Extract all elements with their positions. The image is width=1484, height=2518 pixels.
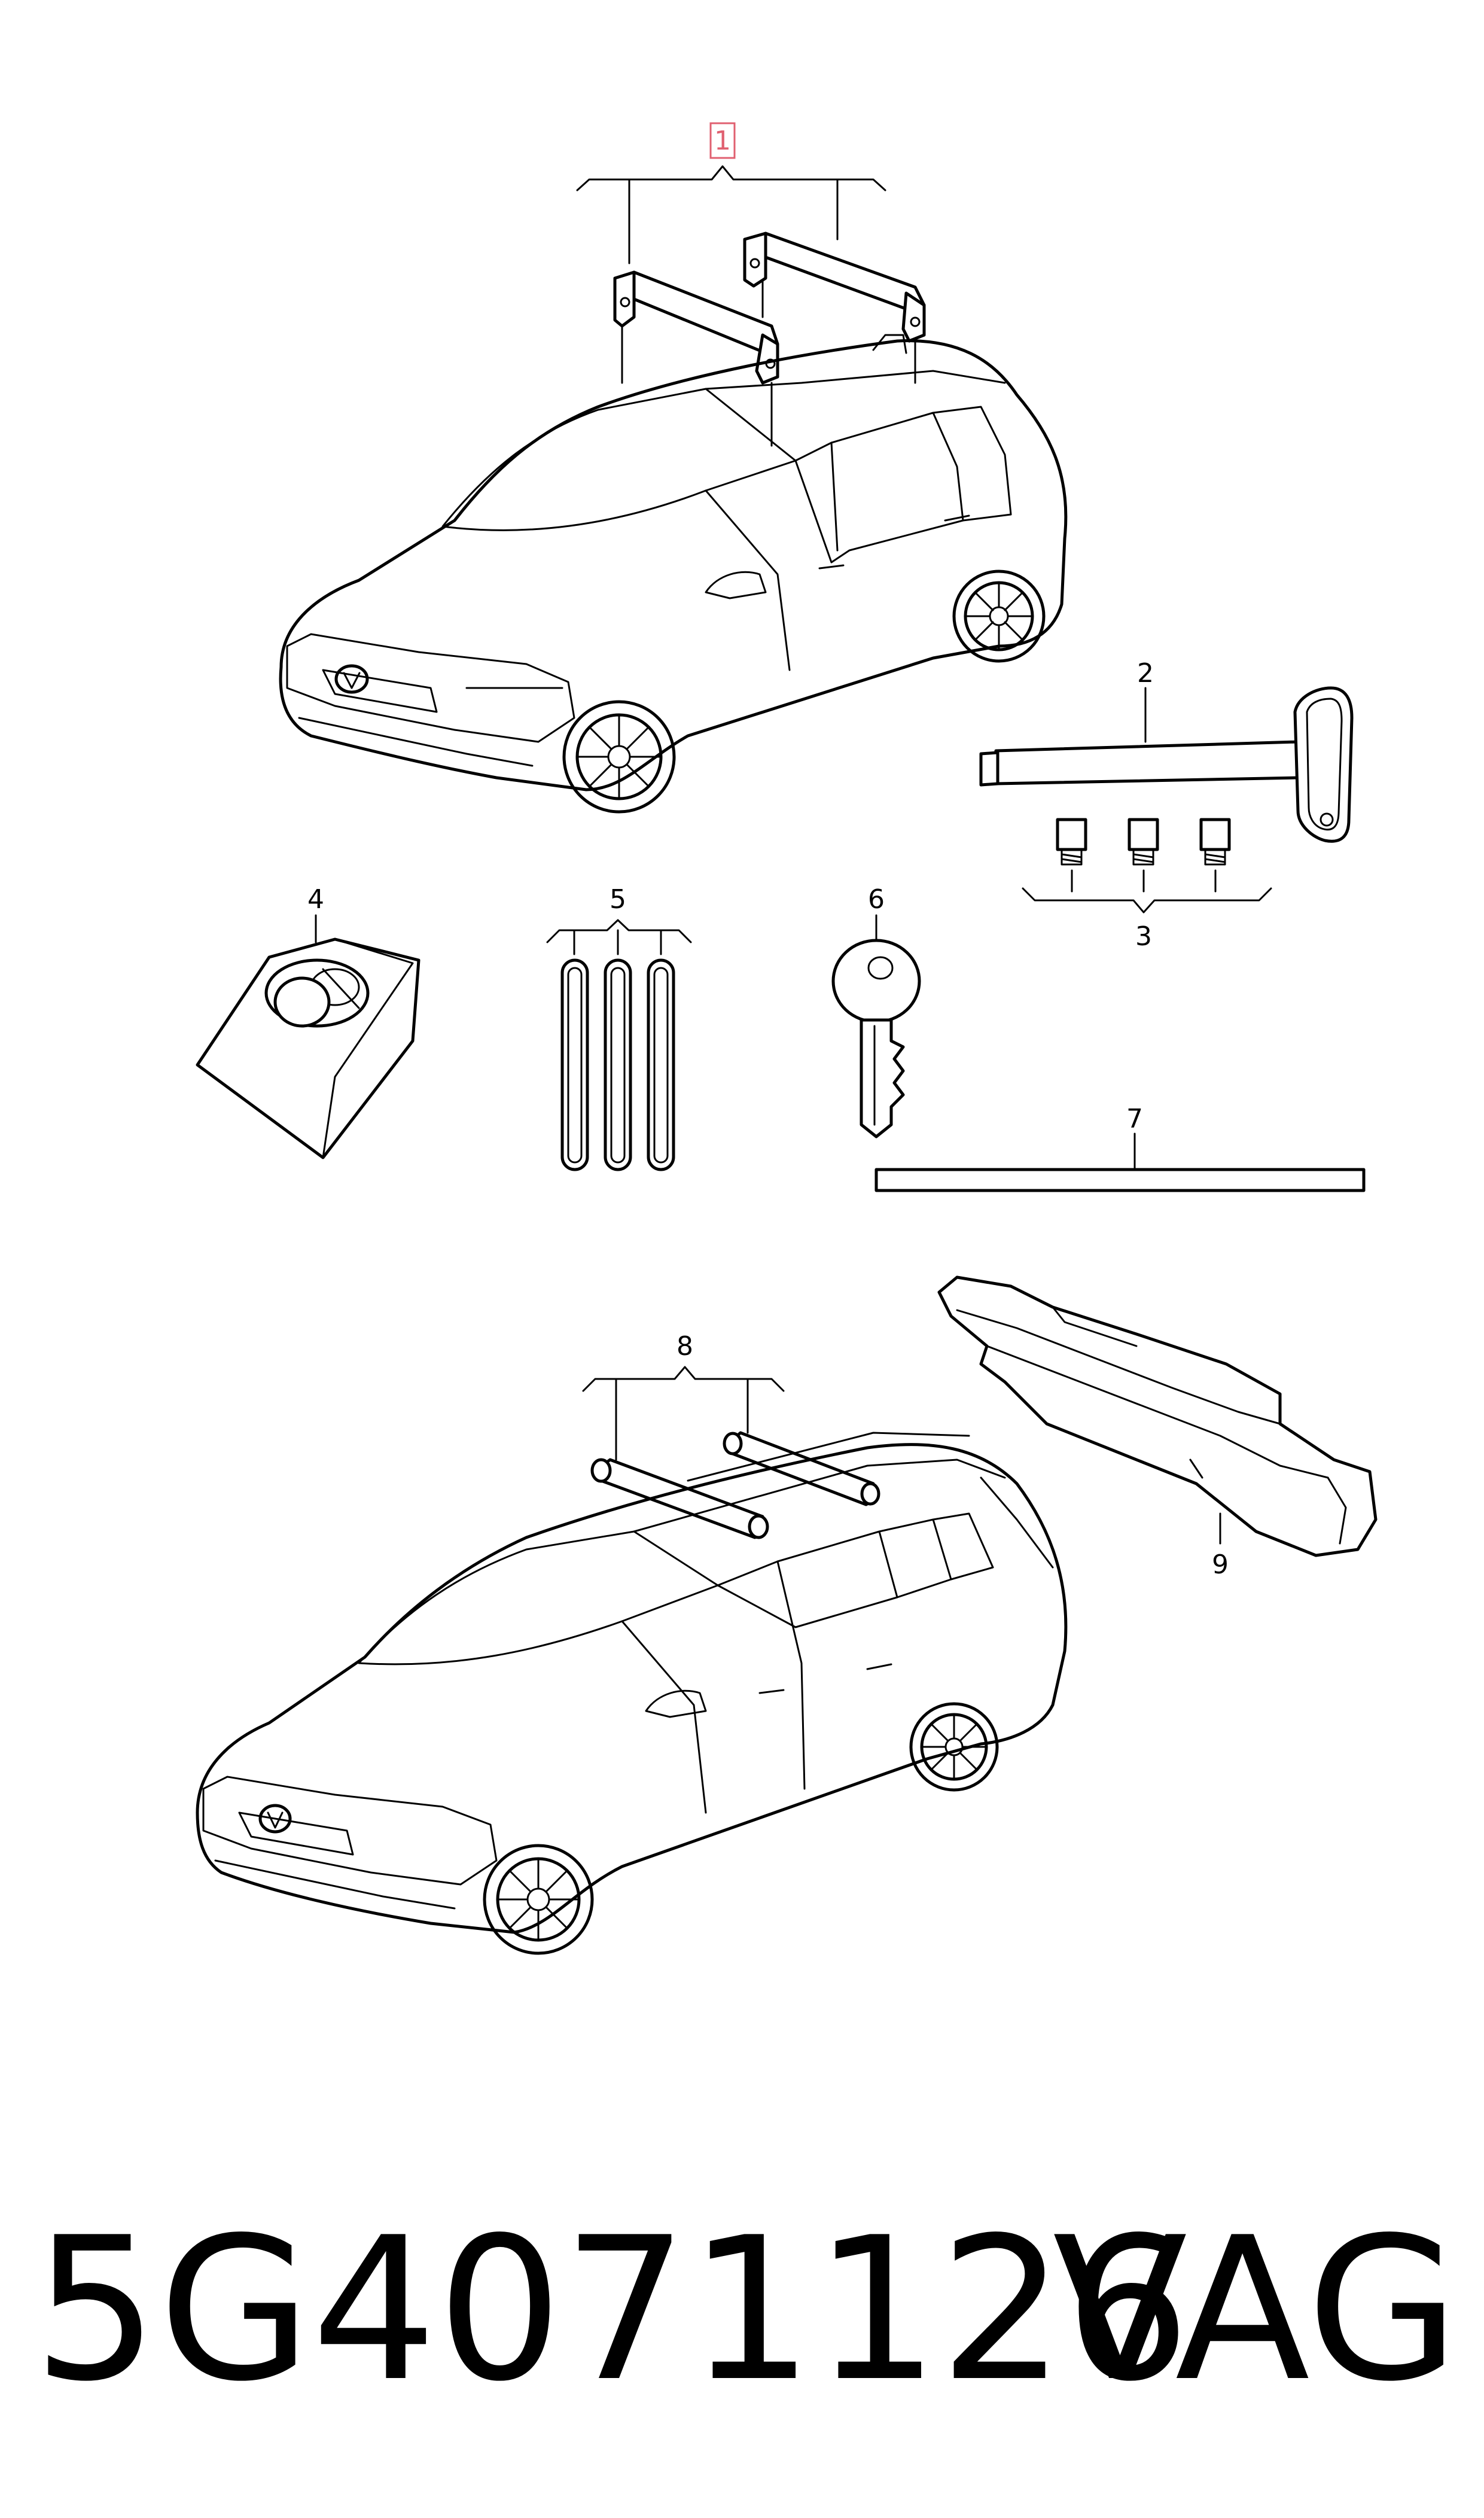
callout-1[interactable]: 1 — [709, 122, 736, 159]
callout-2-label: 2 — [1137, 658, 1154, 689]
roof-bar-leader-lines — [621, 280, 916, 447]
callout-6-label: 6 — [868, 884, 885, 915]
callout-6[interactable]: 6 — [868, 884, 885, 915]
callout-4[interactable]: 4 — [307, 884, 324, 915]
item-9-bag — [937, 1275, 1378, 1557]
item-5-strips — [546, 919, 692, 1171]
footer: 5G4071126 VAG — [33, 2195, 1459, 2425]
item-3-screws — [1022, 818, 1272, 914]
item-6-key — [831, 914, 921, 1138]
callout-3-label: 3 — [1135, 921, 1152, 952]
brand-text: VAG — [1053, 2195, 1459, 2425]
callout-8-label: 8 — [677, 1331, 693, 1362]
callout-2[interactable]: 2 — [1137, 658, 1154, 689]
callout-8-bracket — [582, 1366, 785, 1461]
callout-3[interactable]: 3 — [1135, 921, 1152, 952]
callout-5[interactable]: 5 — [610, 884, 626, 915]
item-4-foot — [196, 914, 420, 1159]
callout-5-label: 5 — [610, 884, 626, 915]
callout-9-label: 9 — [1212, 1549, 1229, 1580]
callout-1-bracket — [576, 165, 886, 264]
estate-car-illustration — [196, 1432, 1068, 1955]
roof-bar-front — [613, 270, 779, 385]
hatchback-car-illustration — [279, 334, 1068, 814]
callout-1-label: 1 — [714, 126, 731, 156]
callout-9[interactable]: 9 — [1212, 1549, 1229, 1580]
item-2-tool — [979, 686, 1354, 843]
callout-8[interactable]: 8 — [677, 1331, 693, 1362]
estate-roof-bars — [590, 1431, 880, 1539]
callout-7[interactable]: 7 — [1126, 1104, 1143, 1134]
roof-bar-rear — [743, 232, 926, 343]
part-number-text: 5G4071126 — [33, 2195, 1190, 2425]
callout-4-label: 4 — [307, 884, 324, 915]
callout-1-highlight-box — [709, 122, 736, 159]
callout-7-label: 7 — [1126, 1104, 1143, 1134]
item-7-strip — [874, 1132, 1366, 1192]
